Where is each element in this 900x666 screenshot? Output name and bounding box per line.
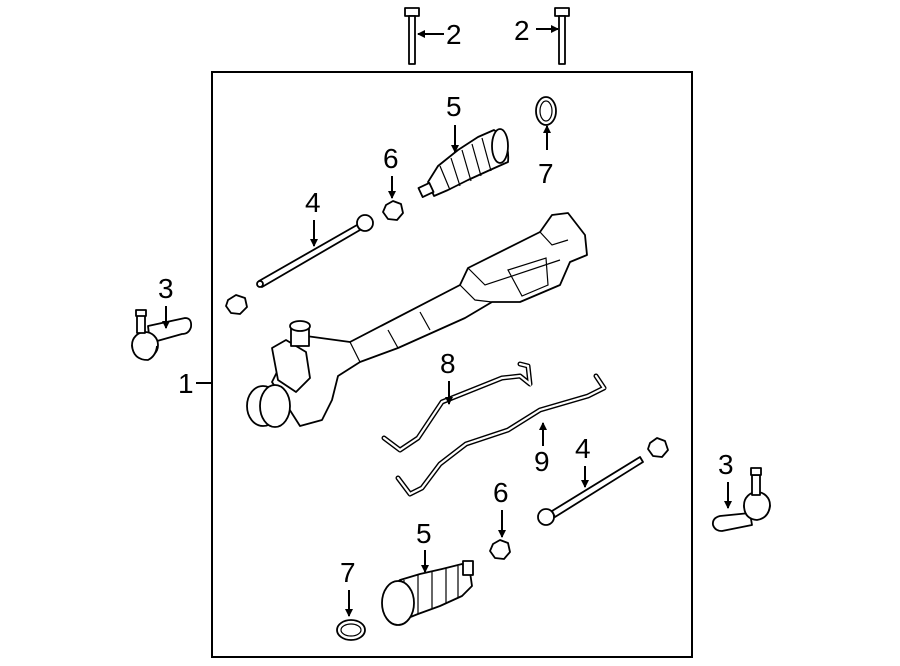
callout-7-lower: 7 bbox=[340, 557, 356, 588]
callout-5-upper: 5 bbox=[446, 91, 462, 122]
jam-nut-upper bbox=[382, 200, 404, 221]
callout-8: 8 bbox=[440, 348, 456, 379]
callout-6-lower: 6 bbox=[493, 477, 509, 508]
callout-1: 1 bbox=[178, 368, 194, 399]
assembly-frame bbox=[211, 71, 693, 658]
callout-3-right: 3 bbox=[718, 449, 734, 480]
callout-5-lower: 5 bbox=[416, 518, 432, 549]
callout-9: 9 bbox=[534, 446, 550, 477]
callout-7-upper: 7 bbox=[538, 158, 554, 189]
rack-boot-lower bbox=[381, 560, 474, 626]
boot-clamp-lower bbox=[336, 619, 366, 641]
callout-4-upper: 4 bbox=[305, 187, 321, 218]
rack-boot-upper bbox=[417, 128, 510, 198]
bolt-right bbox=[554, 7, 570, 65]
inner-tie-rod-upper bbox=[256, 214, 374, 288]
callout-6-upper: 6 bbox=[383, 143, 399, 174]
bolt-left bbox=[404, 7, 420, 65]
jam-nut-left bbox=[225, 294, 248, 315]
inner-tie-rod-lower bbox=[537, 456, 644, 526]
callout-2-right: 2 bbox=[514, 15, 530, 46]
jam-nut-right bbox=[647, 437, 669, 458]
steering-gear-housing bbox=[246, 212, 588, 428]
callout-4-lower: 4 bbox=[575, 433, 591, 464]
boot-clamp-upper bbox=[535, 96, 557, 126]
jam-nut-lower bbox=[489, 539, 511, 560]
callout-2-left: 2 bbox=[446, 19, 462, 50]
tie-rod-end-left bbox=[131, 309, 193, 361]
return-line bbox=[395, 373, 607, 497]
pressure-line bbox=[381, 361, 533, 453]
callout-3-left: 3 bbox=[158, 273, 174, 304]
tie-rod-end-right bbox=[711, 467, 771, 532]
